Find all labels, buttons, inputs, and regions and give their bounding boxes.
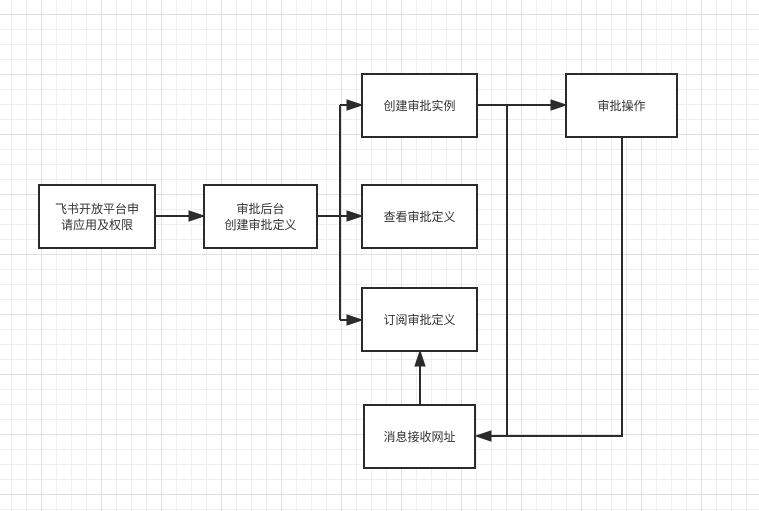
node-label: 订阅审批定义 (383, 312, 456, 327)
node-label-line: 请应用及权限 (60, 217, 133, 232)
node-label-line: 审批后台 (236, 201, 285, 216)
node-label: 消息接收网址 (383, 429, 456, 444)
arrowhead-backend (188, 210, 206, 222)
node-apply-permissions[interactable]: 飞书开放平台申 请应用及权限 (38, 184, 156, 249)
node-create-instance[interactable]: 创建审批实例 (361, 73, 478, 138)
node-backend-create-definition[interactable]: 审批后台 创建审批定义 (203, 184, 318, 249)
node-label: 创建审批实例 (383, 98, 456, 113)
edge-approval-action-to-callback (490, 137, 623, 437)
arrowhead-subscribe-definition (346, 314, 364, 326)
arrowhead-subscribe-from-callback (414, 349, 426, 367)
arrowhead-view-definition (346, 210, 364, 222)
node-label-line: 飞书开放平台申 (54, 201, 139, 216)
node-subscribe-definition[interactable]: 订阅审批定义 (361, 287, 478, 352)
node-callback-url[interactable]: 消息接收网址 (363, 404, 476, 469)
arrowhead-create-instance (346, 99, 364, 111)
arrowhead-approval-action (550, 99, 568, 111)
node-label-line: 创建审批定义 (224, 217, 297, 232)
edge-backend-trunk (317, 105, 341, 320)
node-label: 审批操作 (597, 98, 646, 113)
node-approval-action[interactable]: 审批操作 (565, 73, 678, 138)
node-view-definition[interactable]: 查看审批定义 (361, 184, 478, 249)
arrowhead-callback-url (474, 430, 492, 442)
node-label: 查看审批定义 (383, 209, 456, 224)
